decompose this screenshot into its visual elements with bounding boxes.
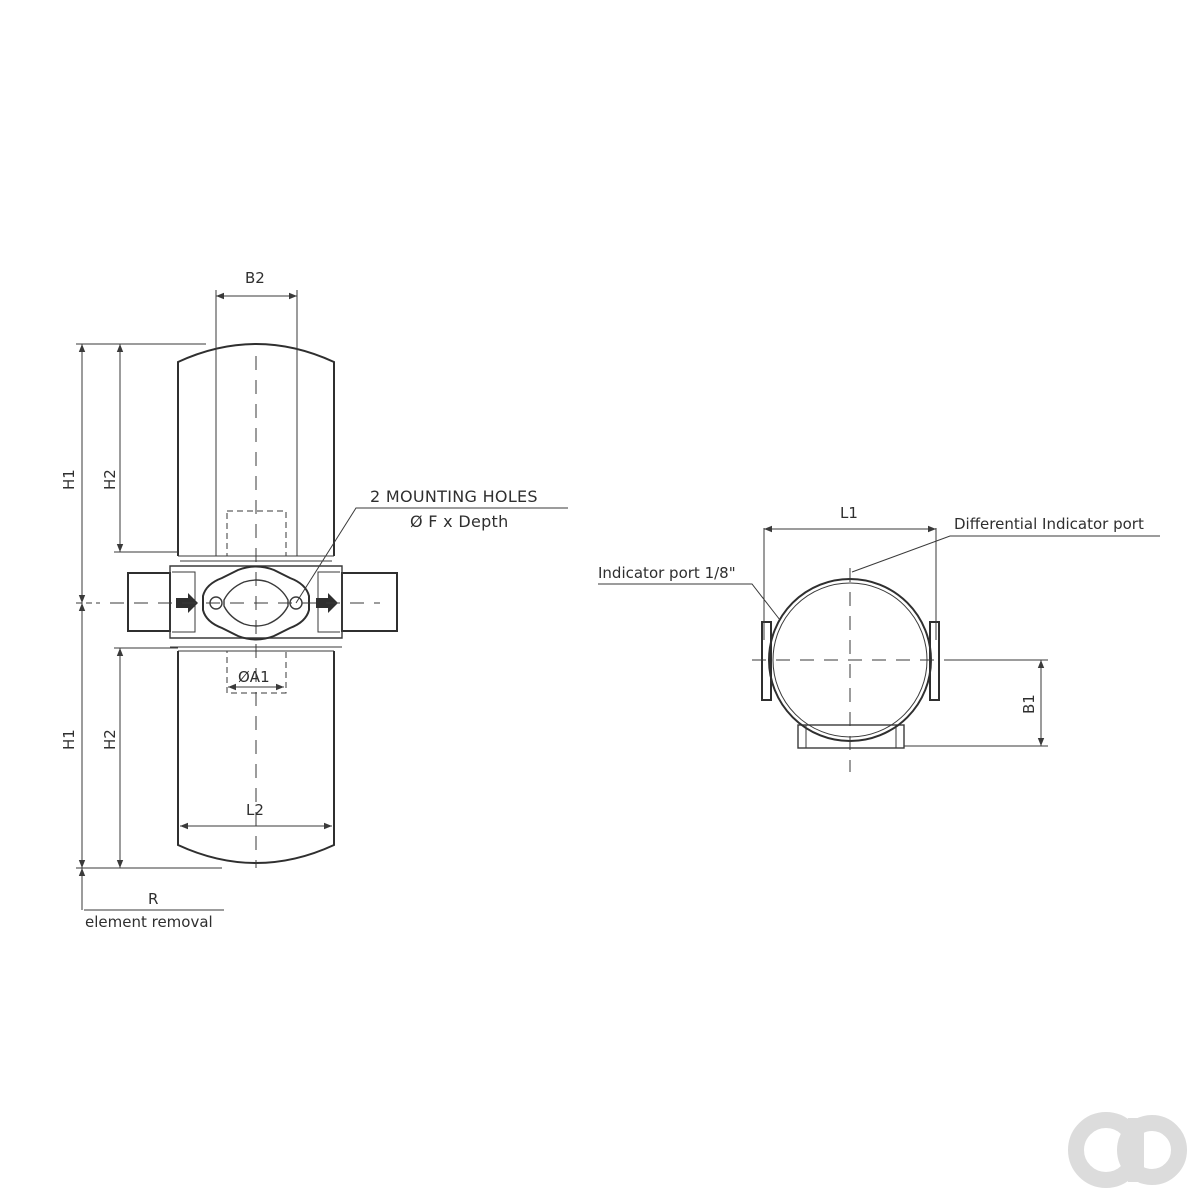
dim-l1-label: L1 — [840, 504, 858, 522]
dim-h1-bottom-label: H1 — [60, 729, 78, 750]
front-view: B2 H1 H2 H1 H2 ØA1 L2 R element removal … — [60, 269, 568, 931]
dim-b1-label: B1 — [1020, 694, 1038, 714]
mounting-spec-label: Ø F x Depth — [410, 512, 509, 531]
dim-l2-label: L2 — [246, 801, 264, 819]
filter-head — [127, 565, 398, 652]
dim-a1-label: ØA1 — [238, 668, 270, 686]
dim-b2-label: B2 — [245, 269, 265, 287]
dim-r-label: R — [148, 890, 158, 908]
side-view: L1 B1 Differential Indicator port Indica… — [598, 504, 1160, 772]
dim-h1-top-label: H1 — [60, 469, 78, 490]
differential-port-label: Differential Indicator port — [954, 515, 1144, 533]
element-removal-label: element removal — [85, 913, 213, 931]
mounting-flange — [202, 565, 310, 641]
dim-h2-top-label: H2 — [101, 469, 119, 490]
mounting-holes-label: 2 MOUNTING HOLES — [370, 487, 538, 506]
upper-bowl — [177, 343, 335, 556]
indicator-port-label: Indicator port 1/8" — [598, 564, 736, 582]
dim-h2-bottom-label: H2 — [101, 729, 119, 750]
ao-logo-icon — [1068, 1112, 1187, 1188]
